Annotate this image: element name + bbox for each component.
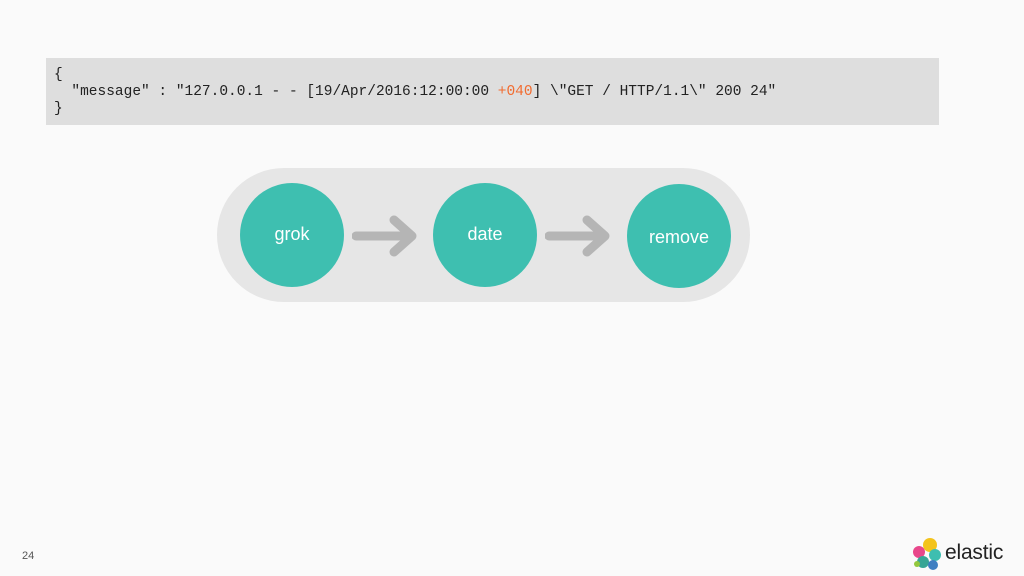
code-message-prefix: "message" : "127.0.0.1 - - [19/Apr/2016:…	[54, 84, 498, 100]
arrow-right-icon	[545, 215, 610, 257]
elastic-logo: elastic	[911, 537, 1011, 571]
code-timezone-highlight: +040	[497, 84, 533, 100]
node-label: date	[467, 223, 503, 244]
node-label: remove	[648, 226, 710, 247]
page-number: 24	[22, 550, 35, 562]
code-snippet: { "message" : "127.0.0.1 - - [19/Apr/201…	[46, 58, 939, 125]
elastic-logo-icon	[913, 538, 941, 570]
elastic-logo-text: elastic	[945, 541, 1004, 564]
pipeline-node-date: date	[433, 183, 537, 287]
code-message-suffix: ] \"GET / HTTP/1.1\" 200 24"	[532, 84, 777, 100]
pipeline-node-remove: remove	[627, 184, 731, 288]
node-label: grok	[274, 223, 310, 244]
arrow-right-icon	[352, 215, 417, 257]
pipeline-node-grok: grok	[240, 183, 344, 287]
code-open-brace: {	[54, 67, 63, 83]
code-message-line: "message" : "127.0.0.1 - - [19/Apr/2016:…	[54, 84, 939, 101]
code-close-brace: }	[54, 101, 63, 117]
